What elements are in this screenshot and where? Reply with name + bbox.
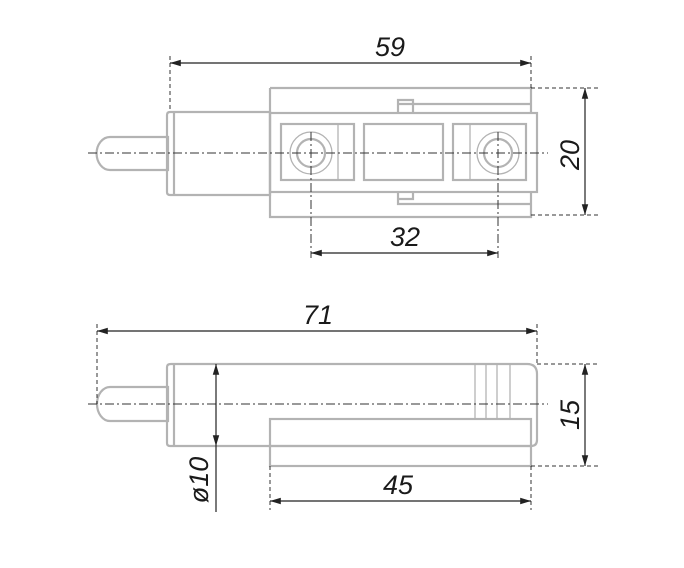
- dim-label-diameter: ø10: [184, 457, 214, 504]
- dim-label-45: 45: [383, 470, 414, 500]
- dim-label-20: 20: [555, 140, 585, 171]
- dim-label-71: 71: [303, 300, 333, 330]
- side-part-outline: [95, 362, 539, 468]
- top-view: 59 20 32: [88, 32, 600, 258]
- dim-label-32: 32: [390, 222, 420, 252]
- dim-label-59: 59: [375, 32, 405, 62]
- side-view: 71 15 ø10 45: [88, 300, 600, 512]
- dim-label-15: 15: [555, 399, 585, 430]
